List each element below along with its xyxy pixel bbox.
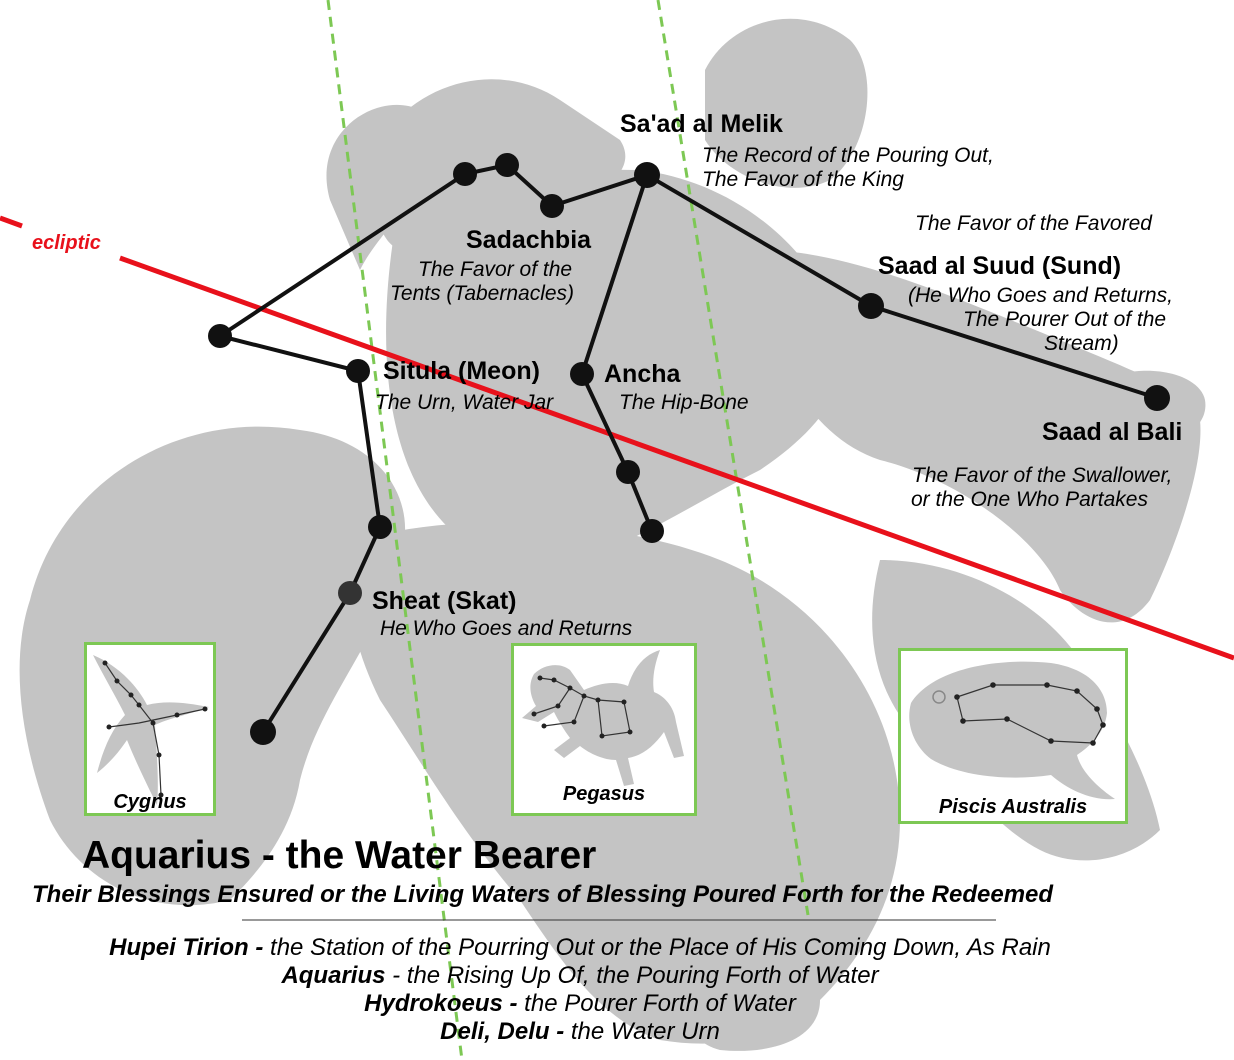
inset-piscis-australis: Piscis Australis <box>898 648 1128 824</box>
pegasus-figure <box>522 650 684 786</box>
figure-right-arm <box>760 250 1201 623</box>
name-meaning-hydrokoeus: the Pourer Forth of Water <box>517 990 796 1017</box>
name-meaning-deli-delu: the Water Urn <box>564 1018 720 1045</box>
star-ancha <box>570 362 594 386</box>
inset-label-pegasus: Pegasus <box>562 783 646 805</box>
star-saad-al-suud <box>858 293 884 319</box>
star-sadachbia-1 <box>453 162 477 186</box>
meaning-situla: The Urn, Water Jar <box>375 391 554 414</box>
inset-pegasus: Pegasus <box>511 643 697 816</box>
star-saad-al-melik <box>634 162 660 188</box>
guide-line-right <box>656 0 810 916</box>
name-line-hydrokoeus: Hydrokoeus - the Pourer Forth of Water <box>0 990 1160 1018</box>
meaning-ancha: The Hip-Bone <box>619 391 749 414</box>
figure-head <box>705 18 868 188</box>
subtitle: Their Blessings Ensured or the Living Wa… <box>32 881 1054 908</box>
meaning-saad-al-suud-1: (He Who Goes and Returns, <box>908 284 1173 307</box>
meaning-saad-al-suud-3: Stream) <box>1044 332 1119 355</box>
constellation-stars <box>208 153 1170 745</box>
inset-label-piscis-australis: Piscis Australis <box>938 796 1088 818</box>
name-line-hupei-tirion: Hupei Tirion - the Station of the Pourri… <box>0 934 1160 962</box>
meaning-sadachbia-1: The Favor of the <box>418 258 573 281</box>
name-meaning-aquarius: - the Rising Up Of, the Pouring Forth of… <box>385 962 879 989</box>
star-label-sadachbia: Sadachbia <box>466 226 592 254</box>
guide-lines <box>326 0 810 1060</box>
name-term-deli-delu: Deli, Delu - <box>440 1018 565 1045</box>
name-term-hydrokoeus: Hydrokoeus - <box>364 990 518 1017</box>
name-meaning-hupei-tirion: the Station of the Pourring Out or the P… <box>263 934 1051 961</box>
guide-line-left <box>326 0 464 1060</box>
name-term-aquarius: Aquarius <box>281 962 386 989</box>
piscis-australis-figure <box>909 661 1115 800</box>
star-sheat <box>338 581 362 605</box>
meaning-saad-al-melik-1: The Record of the Pouring Out, <box>702 144 994 167</box>
star-sadachbia-3 <box>540 194 564 218</box>
star-sadachbia-2 <box>495 153 519 177</box>
cygnus-figure <box>93 655 209 805</box>
star-label-saad-al-melik: Sa'ad al Melik <box>620 110 783 138</box>
star-label-situla: Situla (Meon) <box>383 357 540 385</box>
star-leg-1 <box>368 515 392 539</box>
inset-label-cygnus: Cygnus <box>113 791 187 813</box>
star-label-sheat: Sheat (Skat) <box>372 587 517 615</box>
name-term-hupei-tirion: Hupei Tirion - <box>109 934 264 961</box>
star-ancha-2 <box>616 460 640 484</box>
meaning-saad-al-bali-1: The Favor of the Swallower, <box>912 464 1173 487</box>
figure-hair-back <box>326 104 440 270</box>
star-situla <box>346 359 370 383</box>
star-west <box>208 324 232 348</box>
meaning-saad-al-bali-2: or the One Who Partakes <box>911 488 1148 511</box>
figure-torso <box>386 168 846 566</box>
ecliptic-line <box>0 215 1234 661</box>
inset-cygnus: Cygnus <box>84 642 216 816</box>
star-ancha-3 <box>640 519 664 543</box>
meaning-sadachbia-2: Tents (Tabernacles) <box>390 282 575 305</box>
star-label-saad-al-bali: Saad al Bali <box>1042 418 1183 446</box>
meaning-saad-al-suud-2: The Pourer Out of the <box>963 308 1167 331</box>
figure-foot <box>680 952 820 1051</box>
name-line-aquarius: Aquarius - the Rising Up Of, the Pouring… <box>0 962 1160 990</box>
star-label-ancha: Ancha <box>604 360 681 388</box>
name-line-deli-delu: Deli, Delu - the Water Urn <box>0 1018 1160 1046</box>
main-title: Aquarius - the Water Bearer <box>82 834 597 877</box>
meaning-sheat: He Who Goes and Returns <box>380 617 633 640</box>
star-leg-2 <box>250 719 276 745</box>
meaning-saad-al-melik-2: The Favor of the King <box>702 168 904 191</box>
meaning-favor-of-favored: The Favor of the Favored <box>915 212 1152 235</box>
star-label-saad-al-suud: Saad al Suud (Sund) <box>878 252 1122 280</box>
star-saad-al-bali <box>1144 385 1170 411</box>
ecliptic-label: ecliptic <box>32 232 101 254</box>
